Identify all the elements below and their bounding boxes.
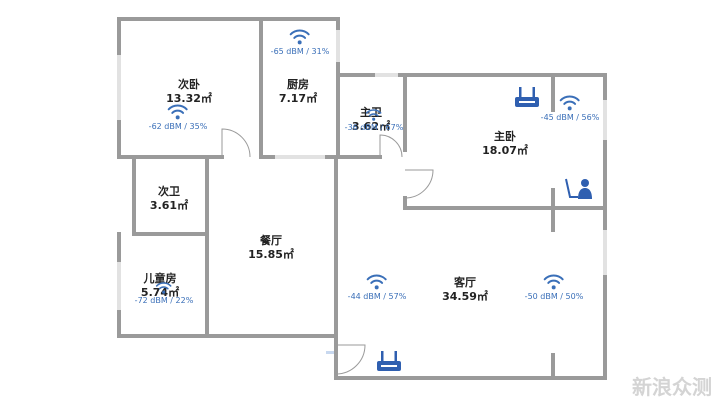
signal-strength: -36 dBM / 67%: [344, 123, 404, 132]
wifi-icon: [367, 274, 387, 290]
router-master-bedroom: [514, 86, 540, 112]
wifi-marker-kids-room: -72 dBM / 22%: [134, 281, 194, 306]
room-area: 18.07㎡: [482, 144, 528, 157]
room-area: 7.17㎡: [278, 92, 318, 105]
wifi-icon: [168, 104, 188, 120]
wifi-marker-kitchen: -65 dBM / 31%: [270, 28, 330, 57]
wifi-icon: [560, 95, 580, 111]
person-at-desk-icon: [565, 178, 592, 199]
signal-strength: -44 dBM / 57%: [347, 292, 407, 301]
room-label-second-bedroom: 次卧 13.32㎡: [166, 78, 212, 106]
wifi-marker-master-bedroom: -45 dBM / 56%: [540, 94, 600, 123]
room-label-kids-room: 儿童房 5.74㎡: [141, 272, 179, 300]
room-area: 3.61㎡: [149, 199, 189, 212]
person-marker: [563, 177, 593, 205]
room-area: 34.59㎡: [442, 290, 488, 303]
room-area: 3.62㎡: [351, 120, 391, 133]
doors: [221, 128, 434, 375]
signal-strength: -62 dBM / 35%: [148, 122, 208, 131]
room-name: 主卫: [359, 106, 382, 119]
wifi-icon: [290, 29, 310, 45]
signal-strength: -65 dBM / 31%: [270, 47, 330, 56]
room-area: 15.85㎡: [248, 248, 294, 261]
room-label-master-bedroom: 主卧 18.07㎡: [482, 130, 528, 158]
room-label-second-bathroom: 次卫 3.61㎡: [150, 185, 188, 213]
room-label-living-room: 客厅 34.59㎡: [442, 276, 488, 304]
room-label-kitchen: 厨房 7.17㎡: [279, 78, 317, 106]
room-area: 5.74㎡: [140, 286, 180, 299]
wifi-marker-master-bathroom: -36 dBM / 67%: [344, 108, 404, 133]
walls: [117, 17, 607, 380]
wifi-icon: [544, 274, 564, 290]
wifi-marker-living-room-right: -50 dBM / 50%: [524, 273, 584, 302]
room-name: 餐厅: [259, 234, 282, 247]
signal-strength: -72 dBM / 22%: [134, 296, 194, 305]
room-label-dining-room: 餐厅 15.85㎡: [248, 234, 294, 262]
windows: [117, 30, 607, 310]
wifi-marker-living-room-left: -44 dBM / 57%: [347, 273, 407, 302]
room-area: 13.32㎡: [166, 92, 212, 105]
signal-strength: -45 dBM / 56%: [540, 113, 600, 122]
router-living-room: [376, 350, 402, 376]
room-name: 主卧: [493, 130, 516, 143]
wifi-icon: [156, 282, 172, 294]
watermark: 新浪众测: [632, 375, 712, 399]
room-name: 儿童房: [143, 272, 177, 285]
room-name: 厨房: [286, 78, 309, 91]
wifi-marker-second-bedroom: -62 dBM / 35%: [148, 103, 208, 132]
room-name: 次卧: [177, 78, 200, 91]
signal-strength: -50 dBM / 50%: [524, 292, 584, 301]
router-icon: [515, 87, 539, 107]
room-label-master-bathroom: 主卫 3.62㎡: [352, 106, 390, 134]
room-name: 客厅: [453, 276, 476, 289]
router-icon: [377, 351, 401, 371]
entrance-marker: [326, 351, 334, 354]
wifi-icon: [366, 109, 382, 121]
room-name: 次卫: [157, 185, 180, 198]
